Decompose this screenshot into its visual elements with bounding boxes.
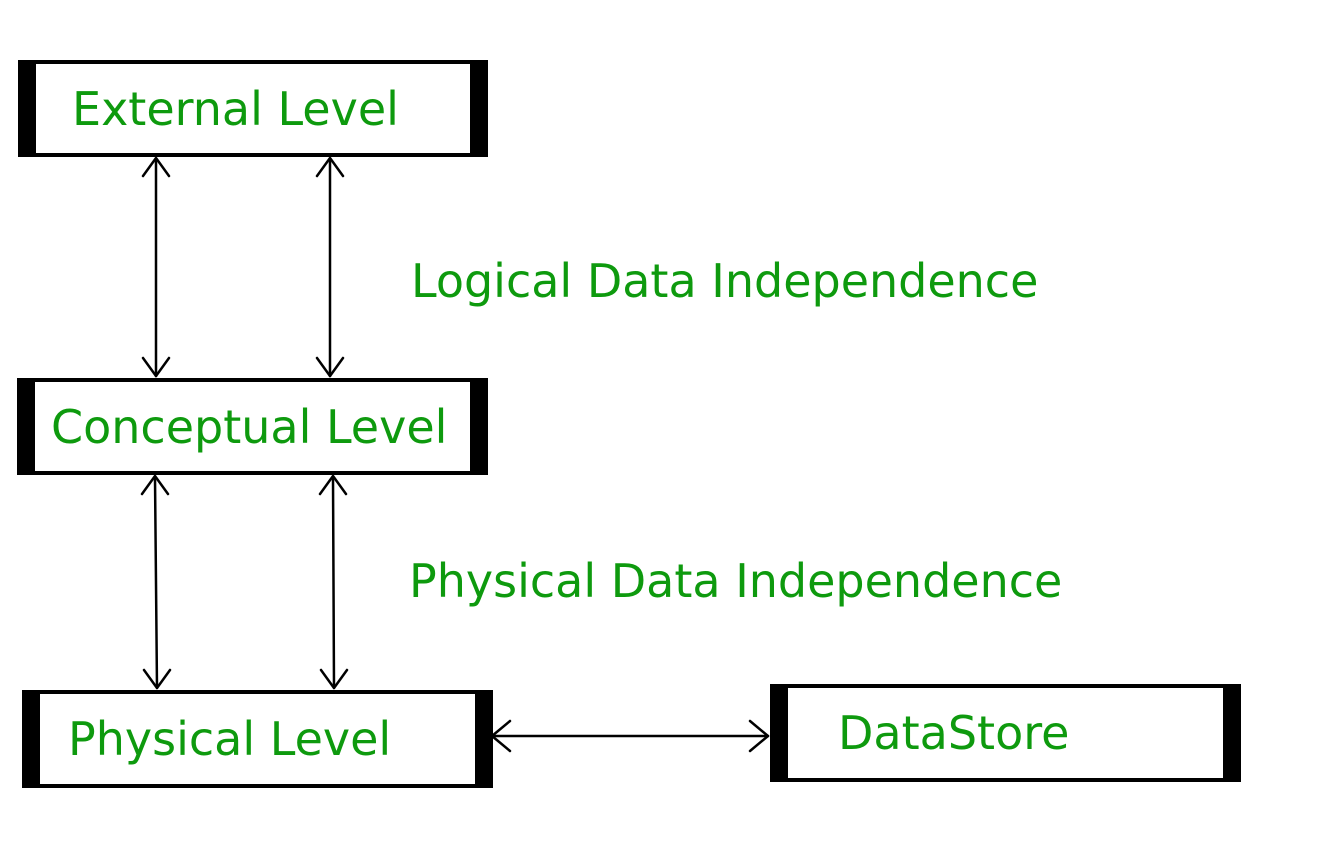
conceptual-physical-right-arrow (318, 474, 349, 690)
logical-data-independence-label: Logical Data Independence (411, 254, 1039, 308)
external-level-box: External Level (18, 60, 488, 157)
physical-level-box: Physical Level (22, 690, 493, 788)
external-conceptual-right-arrow (315, 156, 345, 378)
physical-data-independence-label: Physical Data Independence (409, 554, 1063, 608)
datastore-box: DataStore (770, 684, 1241, 782)
datastore-label: DataStore (838, 706, 1070, 760)
physical-datastore-arrow (490, 719, 770, 753)
conceptual-level-label: Conceptual Level (51, 399, 448, 454)
conceptual-physical-left-arrow (140, 474, 172, 690)
external-level-label: External Level (72, 81, 399, 136)
physical-level-label: Physical Level (68, 712, 392, 766)
conceptual-level-box: Conceptual Level (17, 378, 488, 475)
external-conceptual-left-arrow (141, 156, 171, 378)
